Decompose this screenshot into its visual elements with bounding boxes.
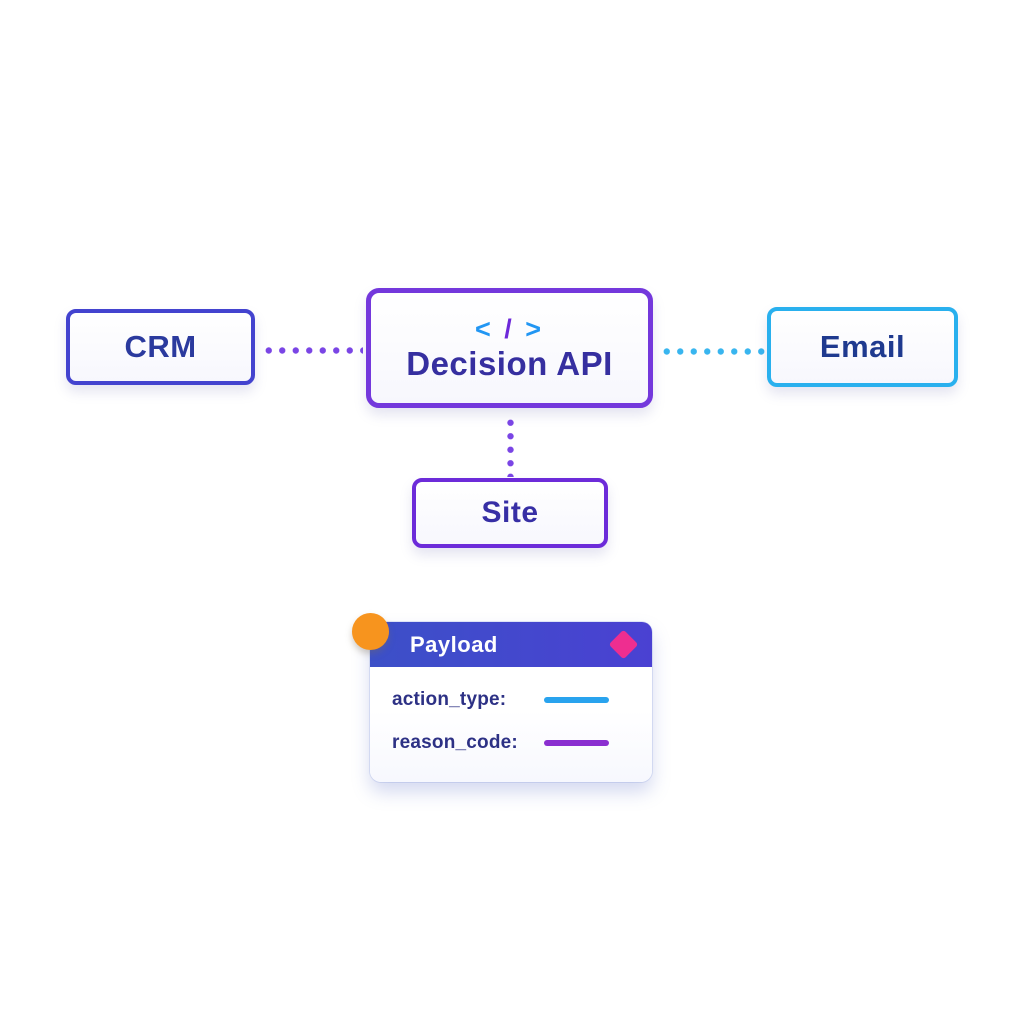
code-icon-slash: / xyxy=(504,313,515,344)
connector-api-to-site xyxy=(507,413,514,477)
connector-crm-to-api xyxy=(259,347,363,354)
node-crm-label: CRM xyxy=(124,329,197,364)
field-label: action_type: xyxy=(392,688,507,710)
payload-body: action_type: reason_code: xyxy=(370,667,652,782)
pink-diamond-icon xyxy=(608,629,639,660)
node-decision-api-label: Decision API xyxy=(406,344,613,382)
payload-field-action-type: action_type: xyxy=(392,685,634,714)
field-value-bar xyxy=(544,739,609,746)
field-value-bar xyxy=(544,696,609,703)
node-email-label: Email xyxy=(819,329,906,364)
payload-card: Payload action_type: reason_code: xyxy=(352,613,652,782)
node-crm: CRM xyxy=(66,309,255,385)
node-site: Site xyxy=(412,478,608,548)
code-icon: < / > xyxy=(474,313,545,344)
code-icon-open-bracket: < xyxy=(474,313,494,344)
node-email: Email xyxy=(767,307,958,387)
code-icon-close-bracket: > xyxy=(525,313,545,344)
node-site-label: Site xyxy=(481,496,539,529)
payload-header: Payload xyxy=(370,622,652,667)
payload-title: Payload xyxy=(410,631,498,657)
connector-api-to-email xyxy=(657,348,765,355)
node-decision-api: < / > Decision API xyxy=(366,288,653,408)
field-label: reason_code: xyxy=(392,731,518,753)
orange-status-dot-icon xyxy=(352,613,389,650)
payload-field-reason-code: reason_code: xyxy=(392,728,634,757)
